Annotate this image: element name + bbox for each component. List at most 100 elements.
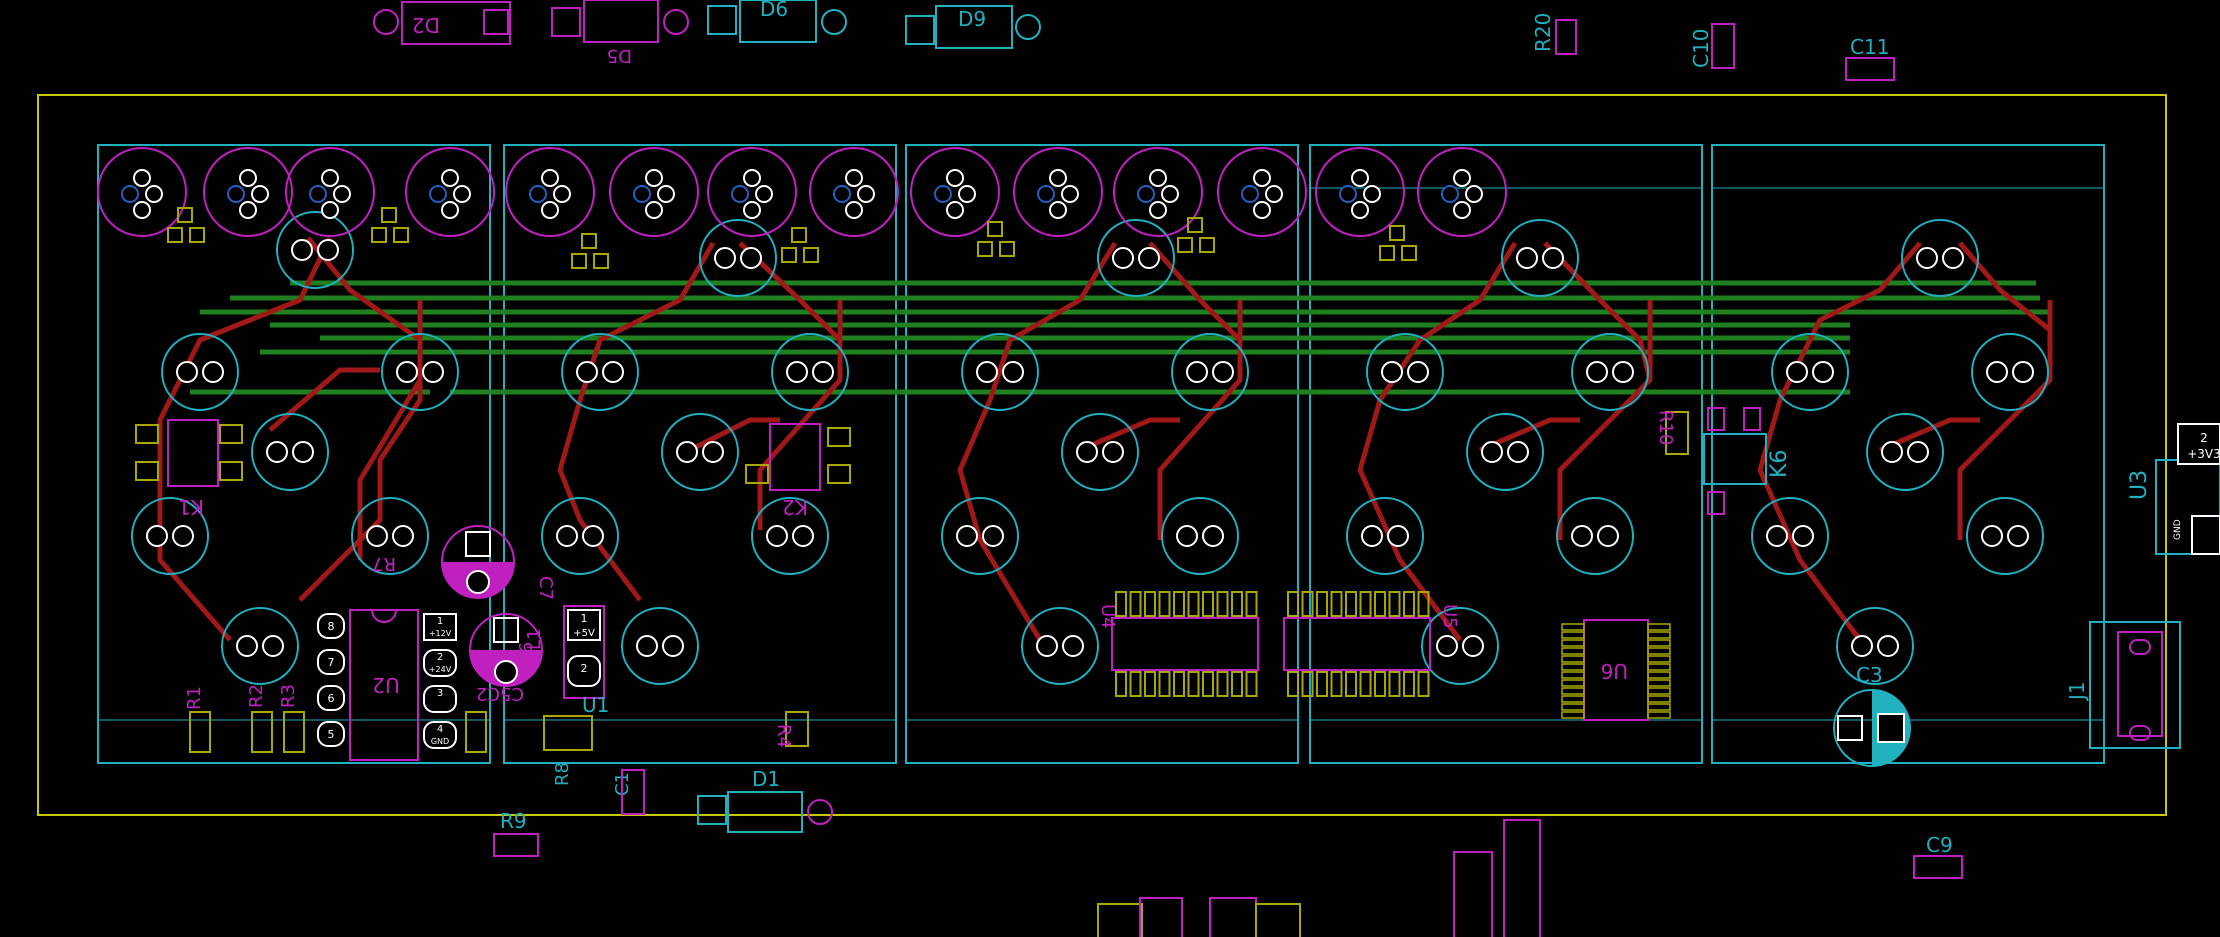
sot-pad (381, 207, 397, 223)
relay-pad (1916, 247, 1938, 269)
u4-pad (1187, 671, 1200, 697)
sot-pad (167, 227, 183, 243)
ic-u2[interactable]: U2 8 7 6 5 1 +12V 2 +24V 3 4 GND (317, 609, 457, 761)
u5-pad (1287, 671, 1299, 697)
c11-footprint[interactable]: C11 (1845, 35, 1895, 81)
to92-pad (1453, 201, 1471, 219)
relay-pin-ring (1866, 413, 1944, 491)
relay-pad (1481, 441, 1503, 463)
to92-pad (441, 201, 459, 219)
d5-footprint[interactable]: D5 (551, 0, 689, 66)
u6-pad (1561, 655, 1585, 663)
to92-pad (1049, 169, 1067, 187)
ic-u5[interactable]: U5 (1283, 604, 1460, 671)
to92-pad (1339, 185, 1357, 203)
cap-c7[interactable]: C7 (469, 576, 556, 687)
relay-pin-ring (1366, 333, 1444, 411)
u6-pad (1647, 687, 1671, 695)
u4-pad (1231, 591, 1243, 617)
to92-pad (1241, 185, 1259, 203)
relay-pad (702, 441, 724, 463)
to92-outline (910, 147, 1000, 237)
d1-footprint[interactable]: D1 (697, 767, 833, 833)
to92-outline (609, 147, 699, 237)
ref-k2: K2 (782, 495, 808, 519)
ref-r8: R8 (552, 762, 573, 786)
u4-pad (1245, 671, 1258, 697)
r9-footprint[interactable]: R9 (493, 809, 539, 857)
ic-u6[interactable]: U6 (1583, 619, 1649, 721)
relay-pad (1202, 525, 1224, 547)
relay-pad (292, 441, 314, 463)
cap-c6[interactable]: C6 R7 (372, 525, 537, 666)
relay-pin-ring (1966, 497, 2044, 575)
relay-pad (714, 247, 736, 269)
ref-u1: U1 (582, 693, 609, 717)
relay-pad (1542, 247, 1564, 269)
relay-pad (1877, 635, 1899, 657)
relay-pad (982, 525, 1004, 547)
to92-pad (1453, 169, 1471, 187)
d6-footprint[interactable]: D6 (707, 0, 847, 43)
to92-outline (285, 147, 375, 237)
u5-pad (1403, 591, 1415, 617)
to92-pad (541, 169, 559, 187)
sot-pad (393, 227, 409, 243)
to92-pad (1253, 169, 1271, 187)
r20-footprint[interactable]: R20 (1531, 13, 1577, 55)
relay-pad (266, 441, 288, 463)
small-passives (189, 411, 1689, 753)
u2-pin2-label: 2 (437, 652, 443, 663)
ref-c5: C5 (500, 683, 524, 704)
relay-pin-ring (661, 413, 739, 491)
relay-pad (1462, 635, 1484, 657)
u4-pad (1115, 591, 1127, 617)
to92-pad (333, 185, 351, 203)
u6-pad (1647, 663, 1671, 671)
to92-pad (309, 185, 327, 203)
sot-pad (371, 227, 387, 243)
relay-pad (740, 247, 762, 269)
u6-pad (1561, 647, 1585, 655)
relay-pad (1597, 525, 1619, 547)
u6-pad (1647, 623, 1671, 631)
c9-footprint[interactable]: C9 (1913, 833, 1963, 879)
ref-r9: R9 (500, 809, 527, 833)
d9-footprint[interactable]: D9 (905, 5, 1041, 49)
u5-pad (1403, 671, 1415, 697)
to92-pad (657, 185, 675, 203)
relay-pin-ring (699, 219, 777, 297)
u6-pad (1561, 623, 1585, 631)
regulator-u3[interactable]: 2 +3V3 GND U3 (2127, 423, 2220, 555)
relay-pin-ring (1501, 219, 1579, 297)
u5-pad (1417, 591, 1430, 617)
relay-pin-ring (381, 333, 459, 411)
header-pins-bottom (1097, 819, 1541, 937)
ref-u5: U5 (1439, 604, 1460, 629)
sot-pad (581, 233, 597, 249)
u2-pin5-label: 5 (328, 728, 335, 741)
c10-footprint[interactable]: C10 (1689, 23, 1735, 69)
ref-r2: R2 (246, 684, 267, 708)
relay-k2[interactable]: K2 (745, 423, 851, 519)
cap-c3[interactable]: C3 (1833, 663, 1911, 767)
relay-pin-ring (961, 333, 1039, 411)
relay-pad (1002, 361, 1024, 383)
u6-pad (1561, 631, 1585, 639)
connector-l1[interactable]: 1 +5V 2 L1 (524, 605, 605, 699)
to92-pad (145, 185, 163, 203)
ref-c2: C2 (476, 683, 500, 704)
u5-pad (1374, 591, 1386, 617)
relay-k6[interactable]: K6 (1703, 407, 1792, 515)
ref-u2: U2 (372, 673, 399, 697)
relay-k1[interactable]: K1 (135, 419, 243, 519)
u2-pin-left (317, 613, 345, 747)
d2-footprint[interactable]: D2 (373, 1, 511, 45)
u6-pad (1561, 679, 1585, 687)
u6-pad (1561, 703, 1585, 711)
ic-u4[interactable]: U4 (1097, 604, 1259, 671)
u4-pad (1129, 671, 1142, 697)
connector-j1[interactable]: J1 (2065, 621, 2181, 749)
relay-pad (1036, 635, 1058, 657)
